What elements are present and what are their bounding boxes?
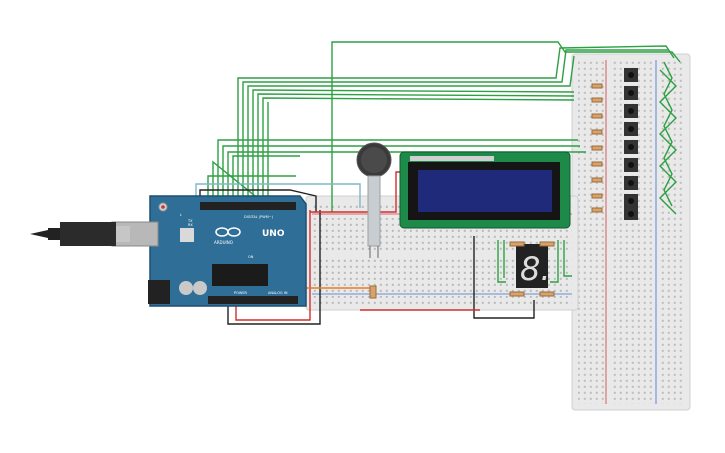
resistor-icon[interactable] — [591, 83, 603, 89]
resistor-column — [591, 83, 603, 213]
pushbutton-icon[interactable] — [624, 208, 638, 220]
resistor-icon[interactable] — [509, 241, 525, 247]
resistor-icon[interactable] — [591, 97, 603, 103]
board-model: UNO — [262, 229, 285, 239]
on-label: ON — [248, 255, 254, 259]
resistor-icon[interactable] — [509, 291, 525, 297]
pushbutton-icon[interactable] — [624, 140, 638, 154]
pushbutton-icon[interactable] — [624, 158, 638, 172]
pushbutton-icon[interactable] — [624, 176, 638, 190]
resistor-icon[interactable] — [591, 161, 603, 167]
arduino-uno-board[interactable]: UNO ARDUINO DIGITAL (PWM~) POWER ANALOG … — [111, 195, 307, 307]
power-label: POWER — [234, 291, 248, 295]
force-sensor-icon[interactable] — [356, 142, 392, 258]
wire-bundle-green — [207, 41, 681, 300]
resistor-icon[interactable] — [539, 291, 555, 297]
pushbutton-icon[interactable] — [624, 68, 638, 82]
lcd-16x2-icon[interactable] — [399, 151, 571, 229]
analog-label: ANALOG IN — [268, 291, 288, 295]
seven-segment-digit: 8. — [520, 250, 551, 288]
pushbutton-icon[interactable] — [624, 122, 638, 136]
resistor-icon[interactable] — [591, 113, 603, 119]
seven-segment-icon[interactable]: 8. — [516, 244, 551, 288]
tx-label: TX — [187, 219, 193, 223]
pushbutton-column — [624, 68, 638, 220]
wire-power — [195, 171, 572, 325]
board-brand: ARDUINO — [214, 240, 233, 245]
resistor-icon[interactable] — [591, 207, 603, 213]
rx-label: RX — [188, 223, 193, 227]
resistor-icon[interactable] — [369, 285, 377, 299]
resistor-icon[interactable] — [591, 129, 603, 135]
pushbutton-icon[interactable] — [624, 86, 638, 100]
l-label: L — [180, 213, 182, 217]
digital-label: DIGITAL (PWM~) — [244, 215, 274, 219]
arduino-logo-icon — [215, 227, 241, 237]
resistor-icon[interactable] — [591, 145, 603, 151]
pushbutton-icon[interactable] — [624, 194, 638, 208]
resistor-icon[interactable] — [591, 193, 603, 199]
resistor-icon[interactable] — [539, 241, 555, 247]
usb-cable-icon[interactable] — [30, 222, 130, 246]
resistor-group-middle — [369, 241, 555, 299]
pushbutton-icon[interactable] — [624, 104, 638, 118]
resistor-icon[interactable] — [591, 177, 603, 183]
